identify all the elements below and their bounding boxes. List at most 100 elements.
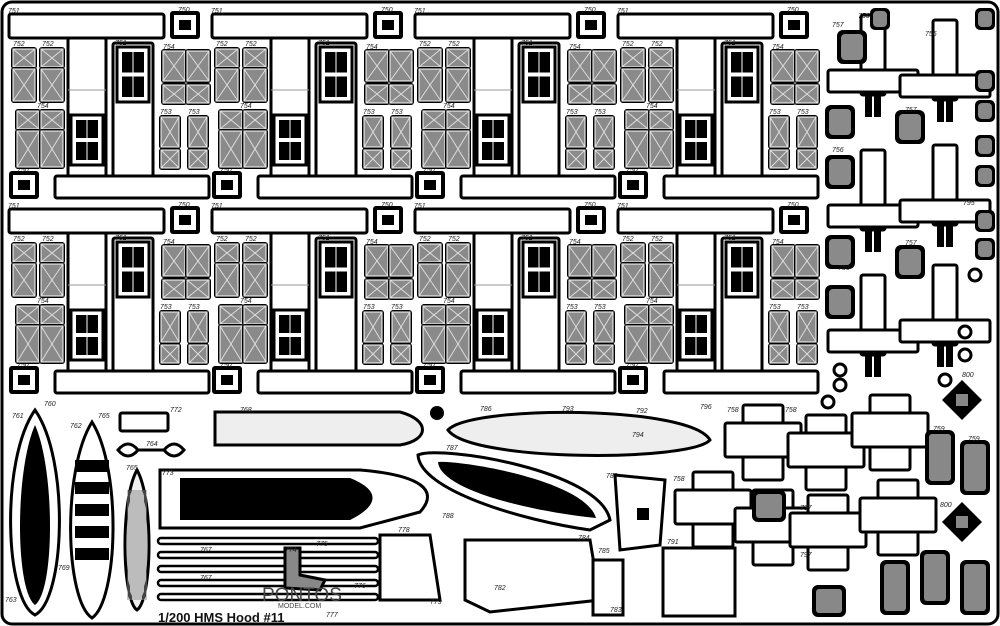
cross-mark: [365, 279, 389, 299]
octagon-half-etch: [829, 289, 851, 315]
frame-hole: [382, 20, 394, 30]
cross-mark: [649, 325, 673, 363]
brand-name: PONTOS: [262, 585, 342, 606]
boat-thwart: [75, 460, 109, 472]
t-plate-bottom: [256, 369, 414, 395]
part-number: 784: [578, 535, 590, 542]
part-number: 753: [160, 304, 172, 311]
cross-mark: [621, 243, 645, 263]
cross-mark: [795, 245, 819, 277]
cross-mark: [568, 279, 592, 299]
part-number: 753: [391, 304, 403, 311]
hole: [637, 508, 649, 520]
cross-mark: [12, 263, 36, 297]
t-plate-bottom: [459, 369, 617, 395]
cross-mark: [422, 110, 446, 130]
t-plate-bottom: [53, 369, 211, 395]
slot: [865, 95, 872, 117]
part-number: 751: [617, 8, 629, 15]
cross-mark: [566, 311, 586, 343]
part-number: 757: [905, 240, 918, 247]
frame-hole: [18, 375, 30, 385]
cross-mark: [186, 245, 210, 277]
part-number: 752: [651, 41, 663, 48]
cross-mark: [363, 116, 383, 148]
part-number: 789: [606, 473, 618, 480]
part-number: 754: [646, 103, 658, 110]
cross-mark: [797, 149, 817, 169]
part-778: [378, 533, 442, 602]
cross-mark: [446, 130, 470, 168]
octagon-half-etch: [829, 239, 851, 265]
t-plate-bottom: [256, 174, 414, 200]
cross-mark: [771, 50, 795, 82]
cross-mark: [363, 344, 383, 364]
cross-mark: [243, 130, 267, 168]
boat-761-hull: [20, 425, 50, 605]
part-number: 751: [211, 203, 223, 210]
cross-mark: [160, 116, 180, 148]
frame-hole: [585, 20, 597, 30]
cross-mark: [592, 50, 616, 82]
cross-mark: [422, 305, 446, 325]
cross-mark: [389, 245, 413, 277]
part-number: 753: [363, 109, 375, 116]
t-plate-top: [413, 12, 572, 40]
rosette-half-etch: [978, 213, 992, 229]
cross-mark: [769, 149, 789, 169]
part-number: 751: [318, 235, 330, 242]
boat-766-grating: [123, 466, 151, 612]
part-number: 761: [12, 413, 24, 420]
cross-mark: [188, 149, 208, 169]
ring-part: [957, 347, 973, 363]
cross-mark: [446, 110, 470, 130]
cross-mark: [365, 84, 389, 104]
cross-mark: [621, 48, 645, 68]
cross-mark: [621, 68, 645, 102]
t-plate-top: [7, 12, 166, 40]
part-number: 788: [442, 513, 454, 520]
part-number: 753: [797, 304, 809, 311]
cross-horizontal: [898, 318, 992, 344]
cross-mark: [215, 243, 239, 263]
part-number: 800: [962, 372, 974, 379]
cross-mark: [649, 130, 673, 168]
part-number: 754: [366, 239, 378, 246]
cross-mark: [16, 305, 40, 325]
cross-mark: [160, 311, 180, 343]
part-number: 750: [178, 7, 190, 14]
slot: [874, 355, 881, 377]
part-number: 754: [240, 103, 252, 110]
part-number: 750: [626, 167, 638, 174]
cross-mark: [649, 263, 673, 297]
part-number: 753: [769, 109, 781, 116]
cross-mark: [621, 263, 645, 297]
cross-mark: [566, 344, 586, 364]
rosette-half-etch: [978, 103, 992, 119]
part-number: 752: [622, 41, 634, 48]
cross-mark: [188, 311, 208, 343]
frame-hole: [627, 180, 639, 190]
cross-mark: [446, 305, 470, 325]
octagon-half-etch: [899, 114, 921, 140]
rosette-half-etch: [978, 138, 992, 154]
octagon-half-etch: [829, 159, 851, 185]
frame-hole: [179, 215, 191, 225]
part-number: 756: [838, 265, 850, 272]
cross-mark: [243, 325, 267, 363]
part-number: 758: [785, 407, 797, 414]
part-number: 792: [636, 408, 648, 415]
cross-mark: [363, 311, 383, 343]
part-number: 754: [163, 239, 175, 246]
rosette-half-etch: [978, 168, 992, 184]
cross-mark: [797, 116, 817, 148]
wheel-part: [430, 406, 444, 420]
slot: [865, 355, 872, 377]
part-number: 782: [494, 585, 506, 592]
part-number: 750: [220, 167, 232, 174]
